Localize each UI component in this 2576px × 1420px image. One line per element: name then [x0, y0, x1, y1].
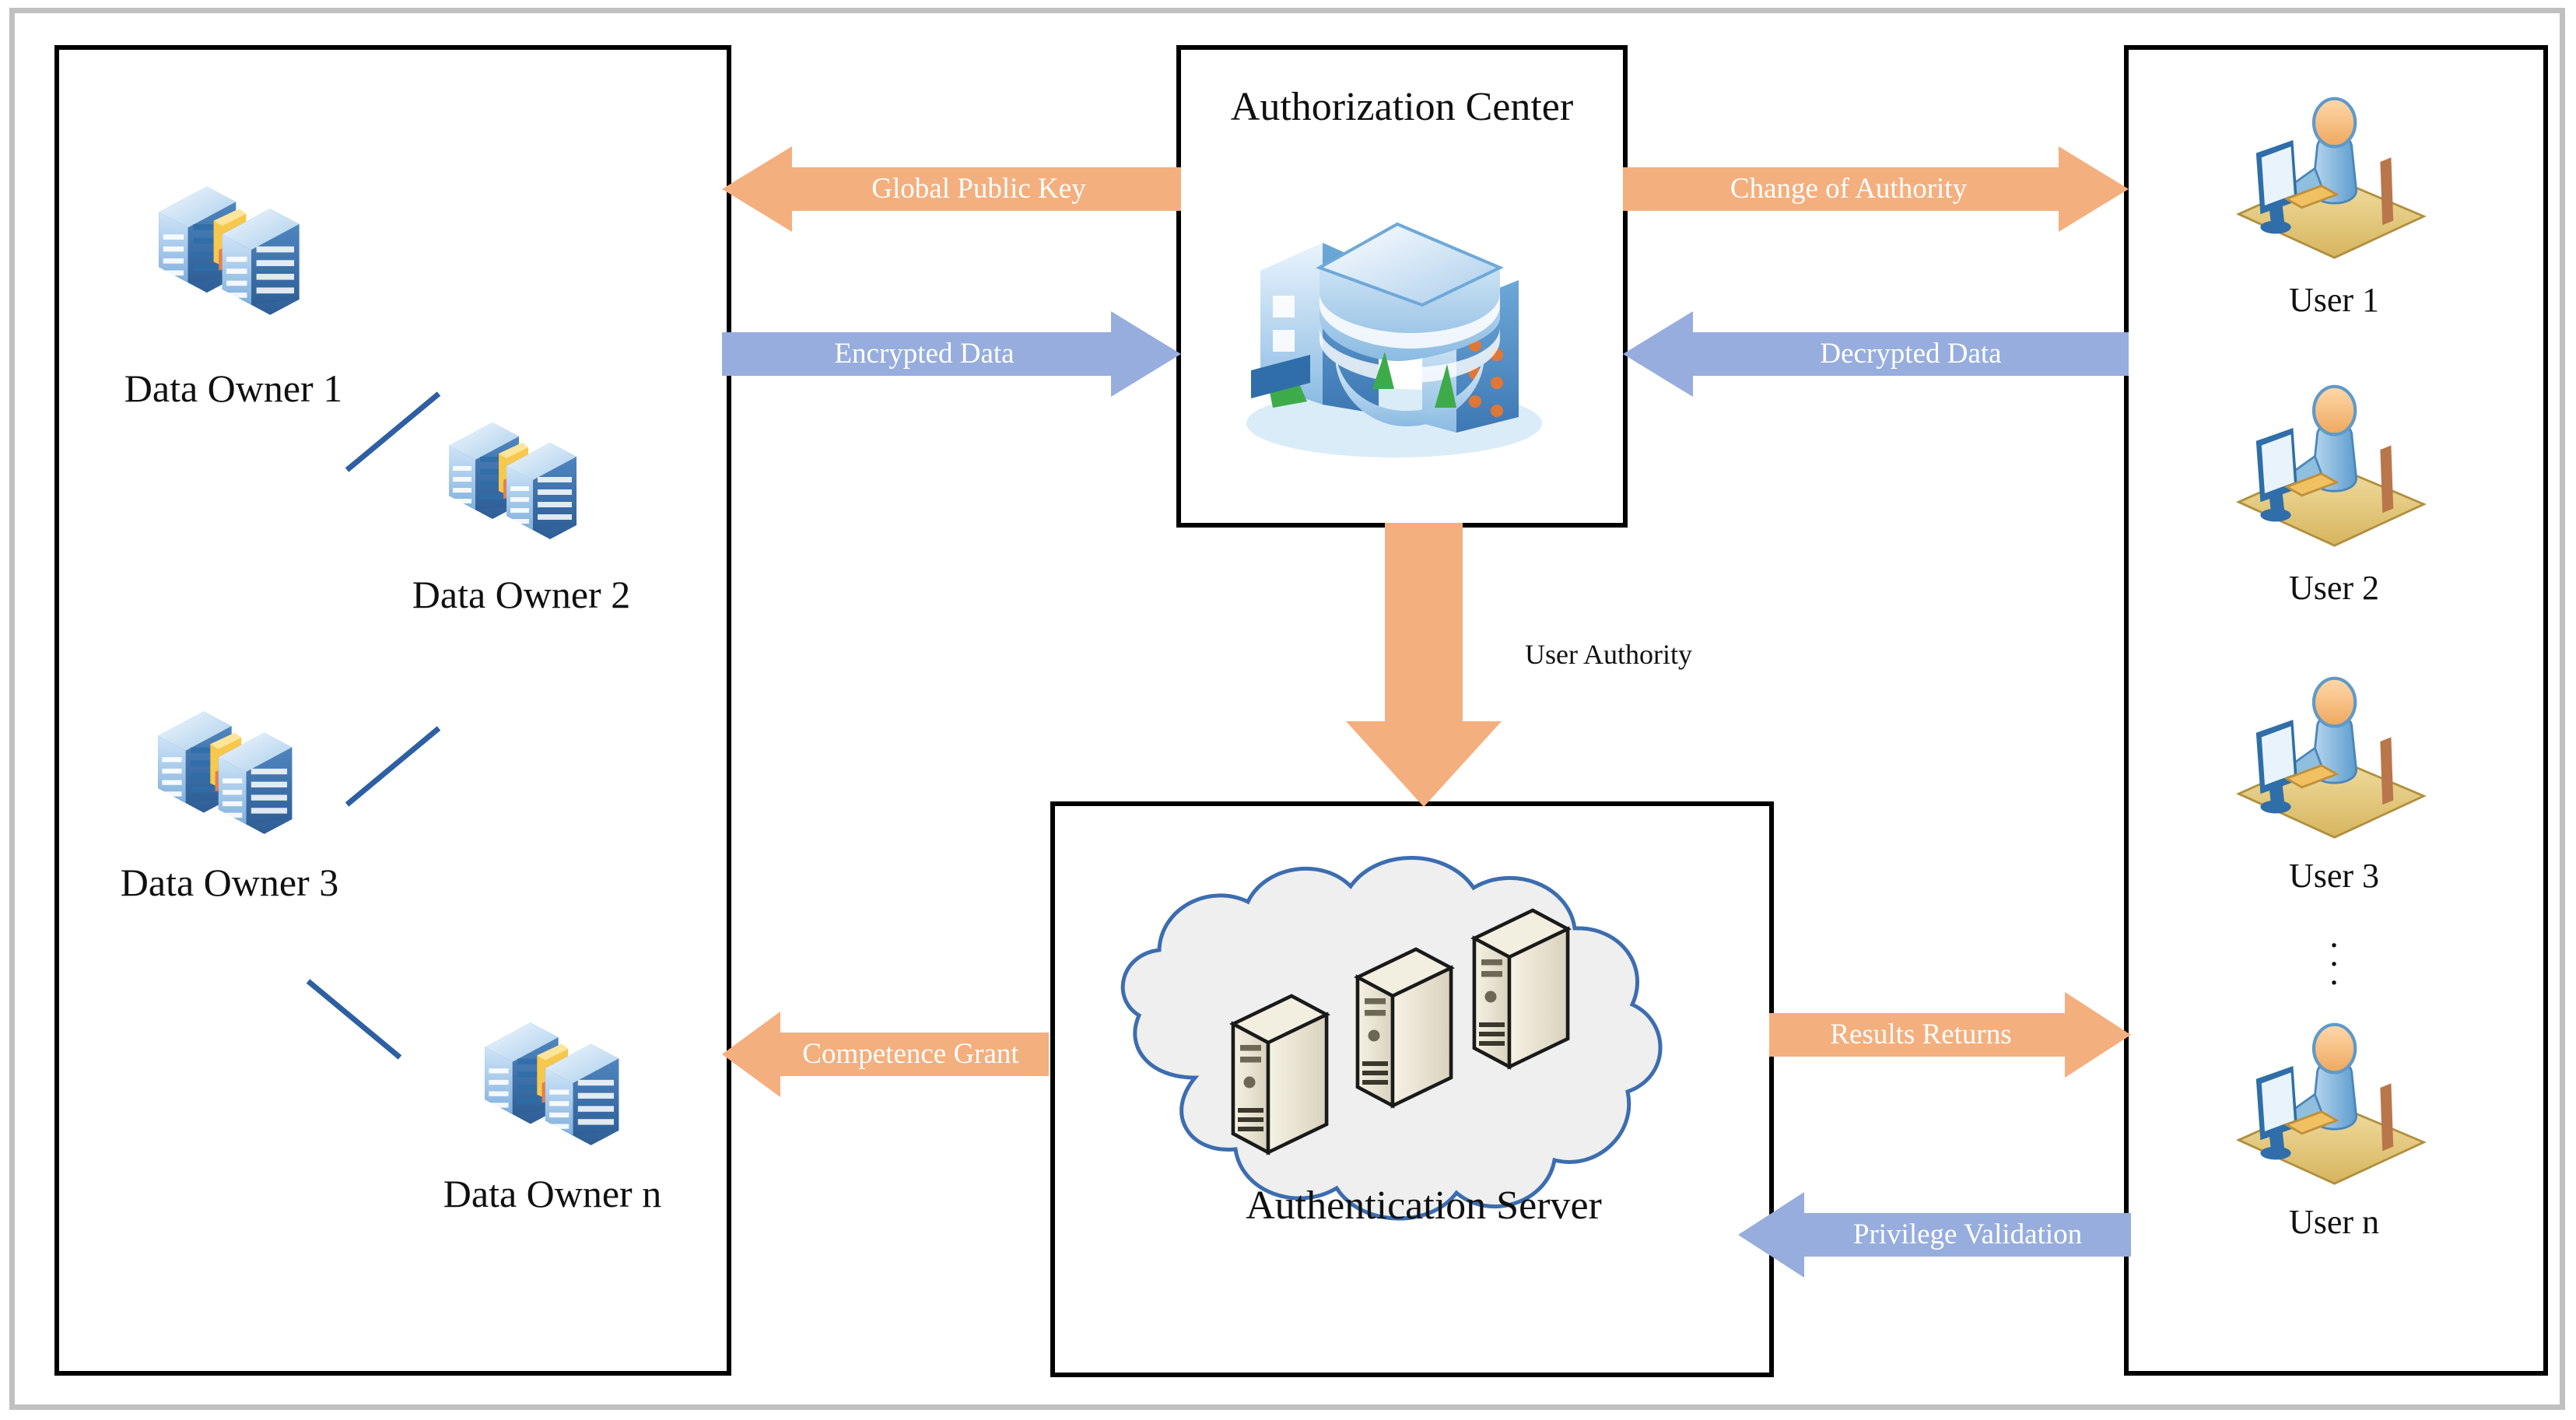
flow-arrow-global-public-key: Global Public Key	[722, 146, 1181, 232]
flow-arrow-decrypted-data: Decrypted Data	[1623, 311, 2129, 397]
connector-tick-3	[303, 976, 405, 1062]
server-buildings-icon	[432, 405, 587, 554]
flow-arrow-change-of-authority: Change of Authority	[1623, 146, 2129, 232]
user-n-label: User n	[2288, 1203, 2380, 1241]
server-tower-icon	[1221, 984, 1338, 1159]
connector-tick-1	[342, 389, 443, 475]
flow-label-global-public-key: Global Public Key	[871, 173, 1086, 205]
flow-arrow-privilege-validation: Privilege Validation	[1738, 1192, 2131, 1278]
user-at-desk-icon	[2221, 1012, 2439, 1208]
data-owner-3-label: Data Owner 3	[120, 861, 339, 904]
flow-arrow-results-returns: Results Returns	[1769, 992, 2131, 1078]
server-buildings-icon	[140, 167, 311, 331]
server-buildings-icon	[140, 692, 303, 850]
server-tower-icon	[1463, 899, 1579, 1074]
connector-tick-2	[342, 724, 443, 809]
flow-label-encrypted-data: Encrypted Data	[834, 338, 1015, 370]
flow-arrow-encrypted-data: Encrypted Data	[722, 311, 1181, 397]
user-3-label: User 3	[2288, 857, 2380, 895]
flow-arrow-competence-grant: Competence Grant	[722, 1012, 1049, 1097]
flow-label-change-of-authority: Change of Authority	[1730, 173, 1968, 205]
flow-arrow-user-authority	[1346, 523, 1502, 807]
data-owner-1-label: Data Owner 1	[124, 366, 343, 410]
flow-label-decrypted-data: Decrypted Data	[1820, 338, 2002, 370]
authentication-server-title: Authentication Server	[1246, 1183, 1602, 1228]
flow-label-privilege-validation: Privilege Validation	[1852, 1218, 2083, 1250]
flow-label-user-authority: User Authority	[1525, 639, 1692, 670]
flow-label-results-returns: Results Returns	[1830, 1019, 2012, 1050]
office-building-icon	[1223, 156, 1565, 467]
user-2-label: User 2	[2288, 569, 2380, 607]
server-buildings-icon	[467, 1004, 630, 1161]
user-at-desk-icon	[2221, 373, 2439, 570]
authorization-center-title: Authorization Center	[1230, 85, 1574, 129]
server-tower-icon	[1346, 938, 1463, 1113]
user-at-desk-icon	[2221, 86, 2439, 282]
data-owner-2-label: Data Owner 2	[412, 573, 631, 616]
user-at-desk-icon	[2221, 665, 2439, 861]
flow-label-competence-grant: Competence Grant	[802, 1038, 1019, 1070]
user-1-label: User 1	[2288, 281, 2380, 319]
data-owner-n-label: Data Owner n	[443, 1172, 662, 1215]
users-ellipsis: ...	[2329, 915, 2339, 992]
